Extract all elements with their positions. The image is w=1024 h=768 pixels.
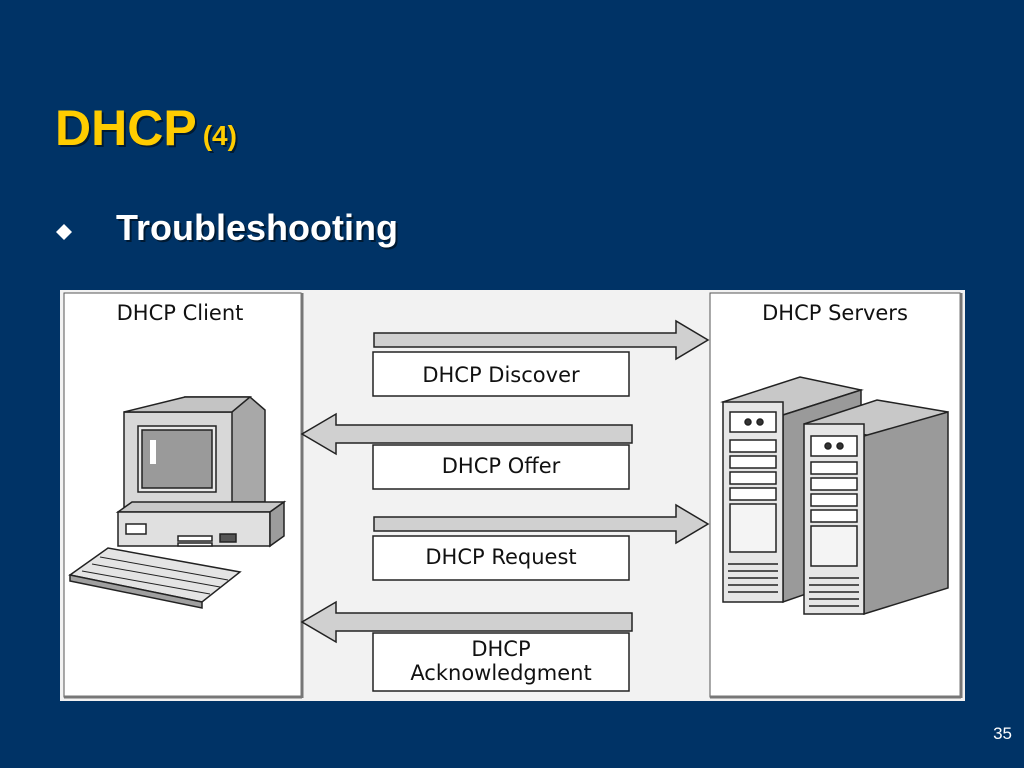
client-label: DHCP Client	[117, 301, 244, 325]
server-icon	[803, 399, 949, 616]
arrow-offer	[300, 412, 633, 456]
arrow-request	[373, 503, 710, 545]
dhcp-diagram: DHCP Client DHCP Servers	[60, 290, 965, 701]
arrow-discover	[373, 319, 710, 361]
message-acknowledgment-line2: Acknowledgment	[410, 661, 591, 685]
slide-title: DHCP(4)	[55, 103, 237, 153]
arrow-acknowledgment	[300, 600, 633, 644]
bullet-troubleshooting: Troubleshooting	[116, 207, 398, 248]
message-box-request	[372, 535, 630, 581]
page-number: 35	[993, 724, 1012, 743]
diamond-bullet-icon	[56, 224, 72, 240]
message-acknowledgment-line1: DHCP	[471, 637, 530, 661]
title-main: DHCP	[55, 100, 197, 156]
message-discover: DHCP Discover	[422, 363, 580, 387]
message-box-offer	[372, 444, 630, 490]
message-request: DHCP Request	[425, 545, 576, 569]
message-offer: DHCP Offer	[442, 454, 561, 478]
servers-label: DHCP Servers	[762, 301, 908, 325]
title-suffix: (4)	[202, 120, 237, 151]
message-box-discover	[372, 351, 630, 397]
computer-icon	[68, 396, 287, 609]
message-box-acknowledgment	[372, 632, 630, 692]
